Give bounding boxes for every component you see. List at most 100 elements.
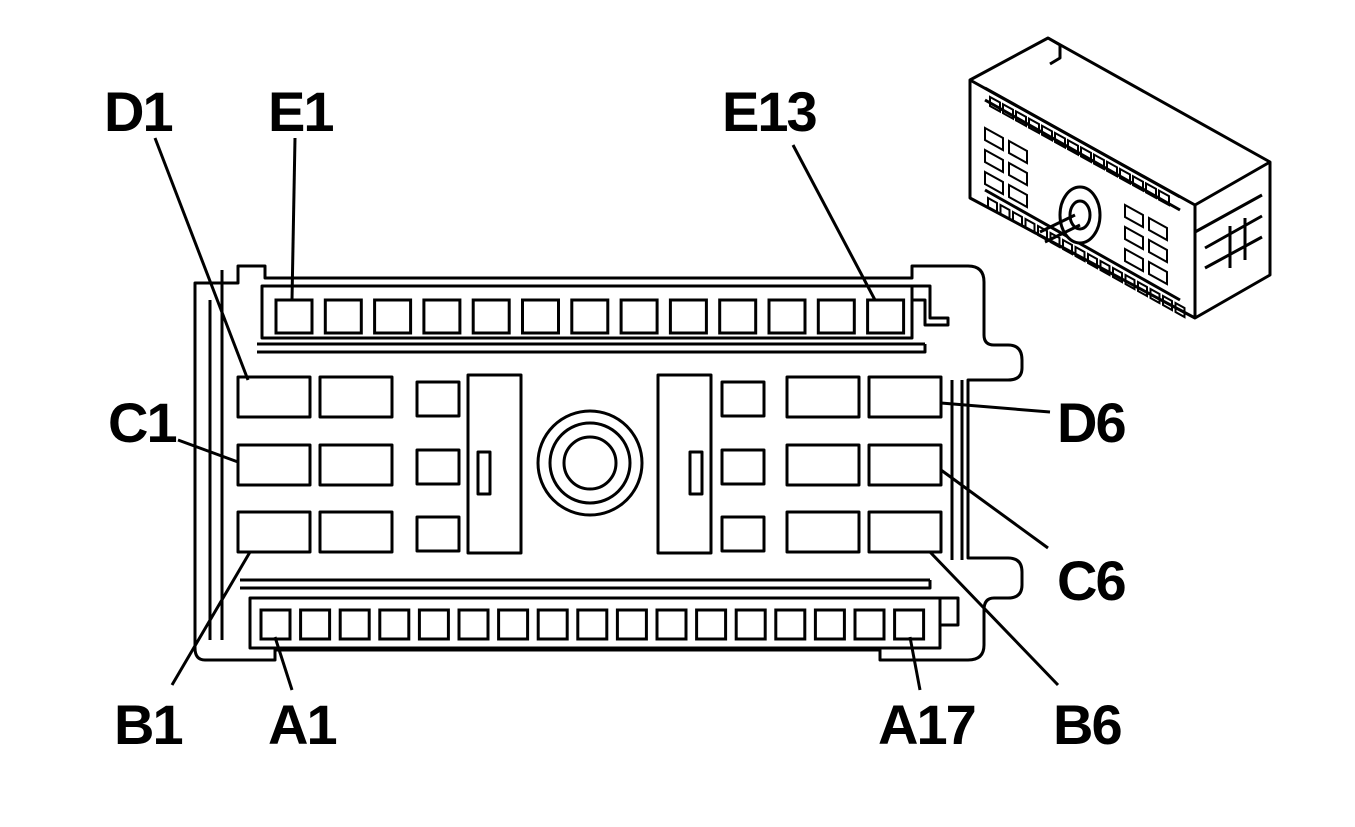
iso-top-cell xyxy=(1067,138,1079,157)
pin-a1 xyxy=(259,608,292,641)
iso-bottom-cell xyxy=(1149,287,1161,305)
iso-bottom-cell xyxy=(1137,280,1148,298)
cavity-c1 xyxy=(236,443,312,487)
e-row-rail xyxy=(260,284,914,340)
iso-top-cell xyxy=(1093,152,1105,171)
label-a17: A17 xyxy=(878,693,977,756)
iso-right-cavity xyxy=(1148,260,1168,286)
housing-inner-wall-right xyxy=(950,380,964,560)
iso-bottom-cell xyxy=(1174,301,1186,319)
iso-top-cell xyxy=(1054,131,1066,150)
iso-bottom-cell xyxy=(1099,259,1111,277)
cavity-d6 xyxy=(867,375,943,419)
iso-right-cavity xyxy=(1124,203,1144,229)
pin-a7 xyxy=(497,608,530,641)
e-row-rail-lower-edge xyxy=(257,342,927,354)
pin-e10 xyxy=(718,298,758,335)
label-a1: A1 xyxy=(268,693,338,756)
label-d1: D1 xyxy=(104,80,174,143)
key-slot-right-tab xyxy=(688,450,704,496)
iso-top-cell xyxy=(1015,109,1027,128)
cavity-b6 xyxy=(867,510,943,554)
cavity-d5 xyxy=(785,375,861,419)
pin-e9 xyxy=(668,298,708,335)
leader-e13 xyxy=(791,144,877,301)
iso-top-cell xyxy=(1028,116,1040,135)
iso-right-cavity xyxy=(1148,216,1168,242)
center-bolt-inner xyxy=(562,435,618,491)
iso-right-cavity xyxy=(1148,238,1168,264)
label-c1: C1 xyxy=(108,391,178,454)
pin-a3 xyxy=(338,608,371,641)
iso-bottom-cell xyxy=(1074,245,1086,263)
pin-e12 xyxy=(816,298,856,335)
cavity-c4 xyxy=(720,448,766,486)
pin-a6 xyxy=(457,608,490,641)
pin-a8 xyxy=(536,608,569,641)
iso-bottom-cell xyxy=(1049,231,1061,249)
iso-bottom-cell xyxy=(999,203,1011,221)
label-e1: E1 xyxy=(268,80,334,143)
center-bolt-middle xyxy=(548,421,632,505)
iso-top-cell xyxy=(1132,174,1144,193)
cavity-d1 xyxy=(236,375,312,419)
leader-c1 xyxy=(177,438,239,464)
iso-right-cavity xyxy=(1124,225,1144,251)
iso-bottom-cell xyxy=(1062,238,1073,256)
leader-a17 xyxy=(908,636,922,691)
label-b6: B6 xyxy=(1053,693,1123,756)
iso-right-cavity xyxy=(1124,247,1144,273)
pin-e6 xyxy=(521,298,560,335)
pin-e11 xyxy=(767,298,807,335)
leader-d6 xyxy=(940,401,1051,414)
pin-e3 xyxy=(373,298,413,335)
a-row-pins xyxy=(259,608,926,641)
pin-a10 xyxy=(615,608,648,641)
leader-e1 xyxy=(290,137,297,301)
iso-left-cavity xyxy=(984,170,1004,196)
leader-a1 xyxy=(273,636,294,691)
cavity-b1 xyxy=(236,510,312,554)
pin-a13 xyxy=(734,608,767,641)
label-b1: B1 xyxy=(114,693,184,756)
cavity-b2 xyxy=(318,510,394,554)
iso-top-cell xyxy=(1158,188,1170,207)
pin-e7 xyxy=(570,298,610,335)
leader-c6 xyxy=(940,468,1049,550)
label-d6: D6 xyxy=(1057,391,1127,454)
pin-e4 xyxy=(422,298,462,335)
center-bolt-outer xyxy=(536,409,644,517)
iso-bottom-cell xyxy=(1124,273,1136,291)
e-row-latch xyxy=(912,284,950,327)
cavity-c2 xyxy=(318,443,394,487)
pin-a12 xyxy=(695,608,728,641)
iso-bottom-cell xyxy=(1087,252,1098,270)
pin-e1 xyxy=(274,298,314,335)
iso-left-cavity xyxy=(984,126,1004,152)
cavity-c5 xyxy=(785,443,861,487)
pin-e13 xyxy=(866,298,906,335)
leader-b1 xyxy=(170,551,252,686)
connector-isometric-cells xyxy=(984,95,1186,319)
pin-a17 xyxy=(893,608,926,641)
iso-top-cell xyxy=(1080,145,1092,164)
iso-top-cell xyxy=(1145,181,1157,200)
a-row-rail xyxy=(248,596,942,650)
cavity-d2 xyxy=(318,375,394,419)
cavity-b5 xyxy=(785,510,861,554)
pin-a16 xyxy=(853,608,886,641)
iso-left-cavity xyxy=(1008,161,1028,187)
iso-top-cell xyxy=(1041,124,1053,142)
pin-a11 xyxy=(655,608,688,641)
cavity-b3 xyxy=(415,515,461,553)
iso-bottom-cell xyxy=(1037,224,1048,242)
pin-a14 xyxy=(774,608,807,641)
iso-top-cell xyxy=(1119,167,1131,186)
cavity-d3 xyxy=(415,380,461,418)
iso-left-cavity xyxy=(1008,139,1028,165)
pin-a15 xyxy=(813,608,846,641)
iso-bottom-cell xyxy=(1162,294,1173,312)
iso-bottom-cell xyxy=(1112,266,1123,284)
key-slot-right xyxy=(656,373,713,555)
